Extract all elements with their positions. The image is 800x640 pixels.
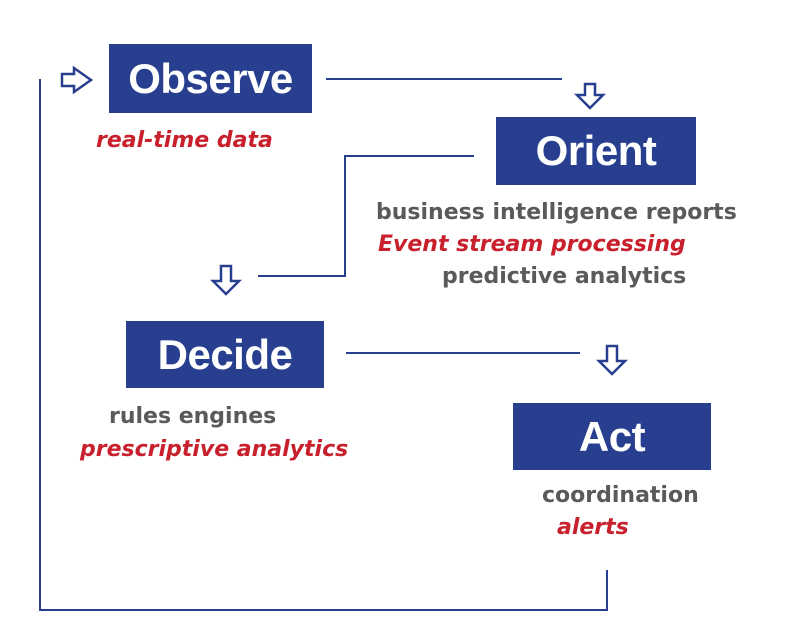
act-note-alerts: alerts [557, 515, 629, 540]
observe-label: Observe [128, 54, 293, 102]
act-box: Act [513, 403, 711, 470]
act-label: Act [578, 412, 646, 460]
arrow-right-outline-icon [60, 65, 94, 95]
arrow-down-outline-icon [595, 344, 629, 376]
connector-orient-decide [258, 155, 474, 277]
orient-note-predictive: predictive analytics [442, 264, 687, 289]
decide-note-prescriptive: prescriptive analytics [80, 437, 349, 462]
arrow-down-outline-icon [209, 264, 243, 296]
arrow-down-outline-icon [573, 82, 607, 110]
orient-note-esp: Event stream processing [378, 232, 686, 257]
orient-box: Orient [496, 117, 696, 185]
connector-feedback-loop [39, 79, 608, 611]
orient-label: Orient [535, 127, 657, 174]
orient-note-bi: business intelligence reports [376, 200, 737, 225]
observe-note-realtime: real-time data [96, 128, 273, 153]
act-note-coordination: coordination [542, 483, 699, 508]
decide-box: Decide [126, 321, 324, 388]
decide-note-rules: rules engines [109, 404, 277, 429]
decide-label: Decide [157, 330, 293, 378]
observe-box: Observe [109, 44, 312, 113]
